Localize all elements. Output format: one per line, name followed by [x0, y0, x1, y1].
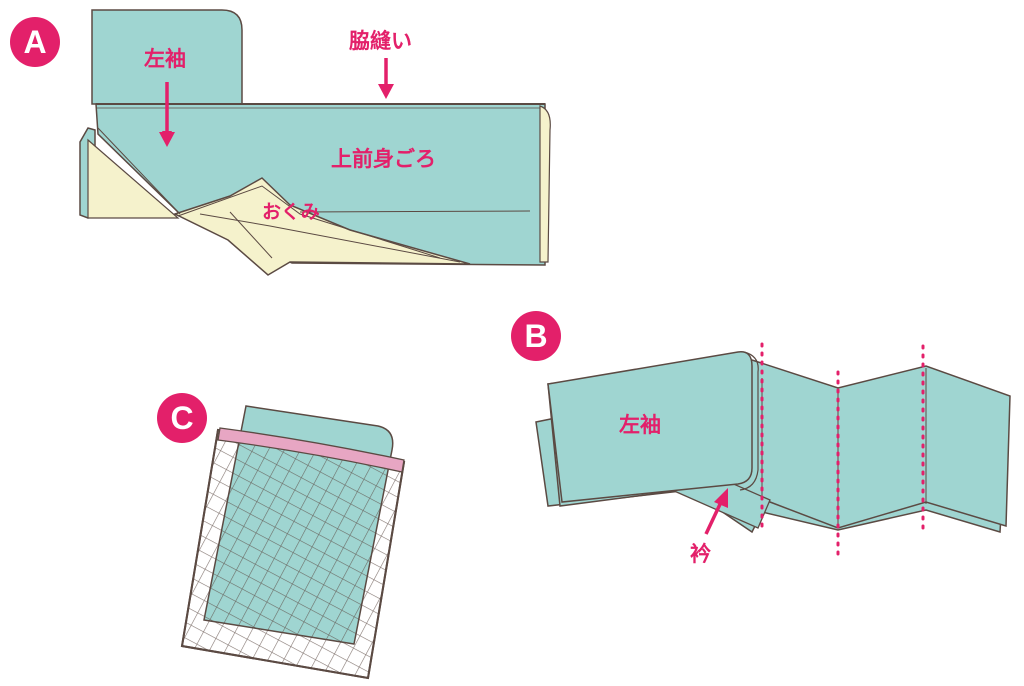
arrow-up-right-icon: [704, 499, 724, 535]
label-left-sleeve-a: 左袖: [144, 47, 186, 71]
net-mesh: [182, 430, 404, 678]
panel-c: C: [157, 393, 406, 680]
okumi-shape: [173, 177, 471, 276]
label-okumi: おくみ: [262, 201, 320, 223]
badge-a: [10, 17, 60, 67]
left-sleeve-shape: [91, 9, 243, 105]
label-side-seam: 脇縫い: [349, 29, 412, 53]
label-left-sleeve-b: 左袖: [619, 413, 661, 437]
badge-c: [157, 393, 207, 443]
body-right-fold: [539, 105, 551, 263]
badge-c-text: C: [170, 400, 193, 436]
badge-b-text: B: [524, 318, 547, 354]
badge-b: [511, 311, 561, 361]
label-front-body: 上前身ごろ: [331, 147, 436, 171]
label-collar: 衿: [690, 542, 711, 566]
panel-b: B 左袖 衿: [511, 311, 1011, 566]
panel-a: A 左袖 脇縫い 上前身ごろ おくみ: [10, 9, 551, 276]
badge-a-text: A: [23, 24, 46, 60]
lining-left: [87, 138, 180, 219]
net-zipper-band: [217, 427, 405, 473]
